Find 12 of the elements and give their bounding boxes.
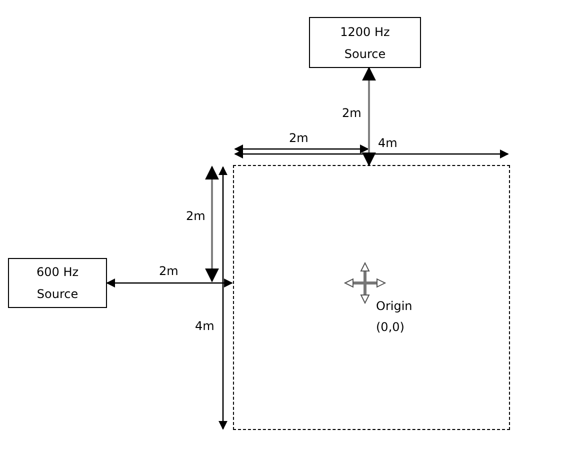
arrow <box>106 278 233 288</box>
source-box: 1200 Hz Source <box>309 17 421 68</box>
arrow <box>362 66 376 166</box>
source-box: 600 Hz Source <box>8 258 107 308</box>
dimension-label: 2m <box>289 130 308 146</box>
dimension-label: 2m <box>186 208 206 224</box>
dashed-area <box>233 165 510 430</box>
edge-label: 2m <box>159 263 178 279</box>
origin-label: Origin (0,0) <box>376 298 414 336</box>
dimension-label: 4m <box>378 135 398 151</box>
edge-label: 2m <box>342 105 362 121</box>
dimension-label: 4m <box>195 318 214 334</box>
